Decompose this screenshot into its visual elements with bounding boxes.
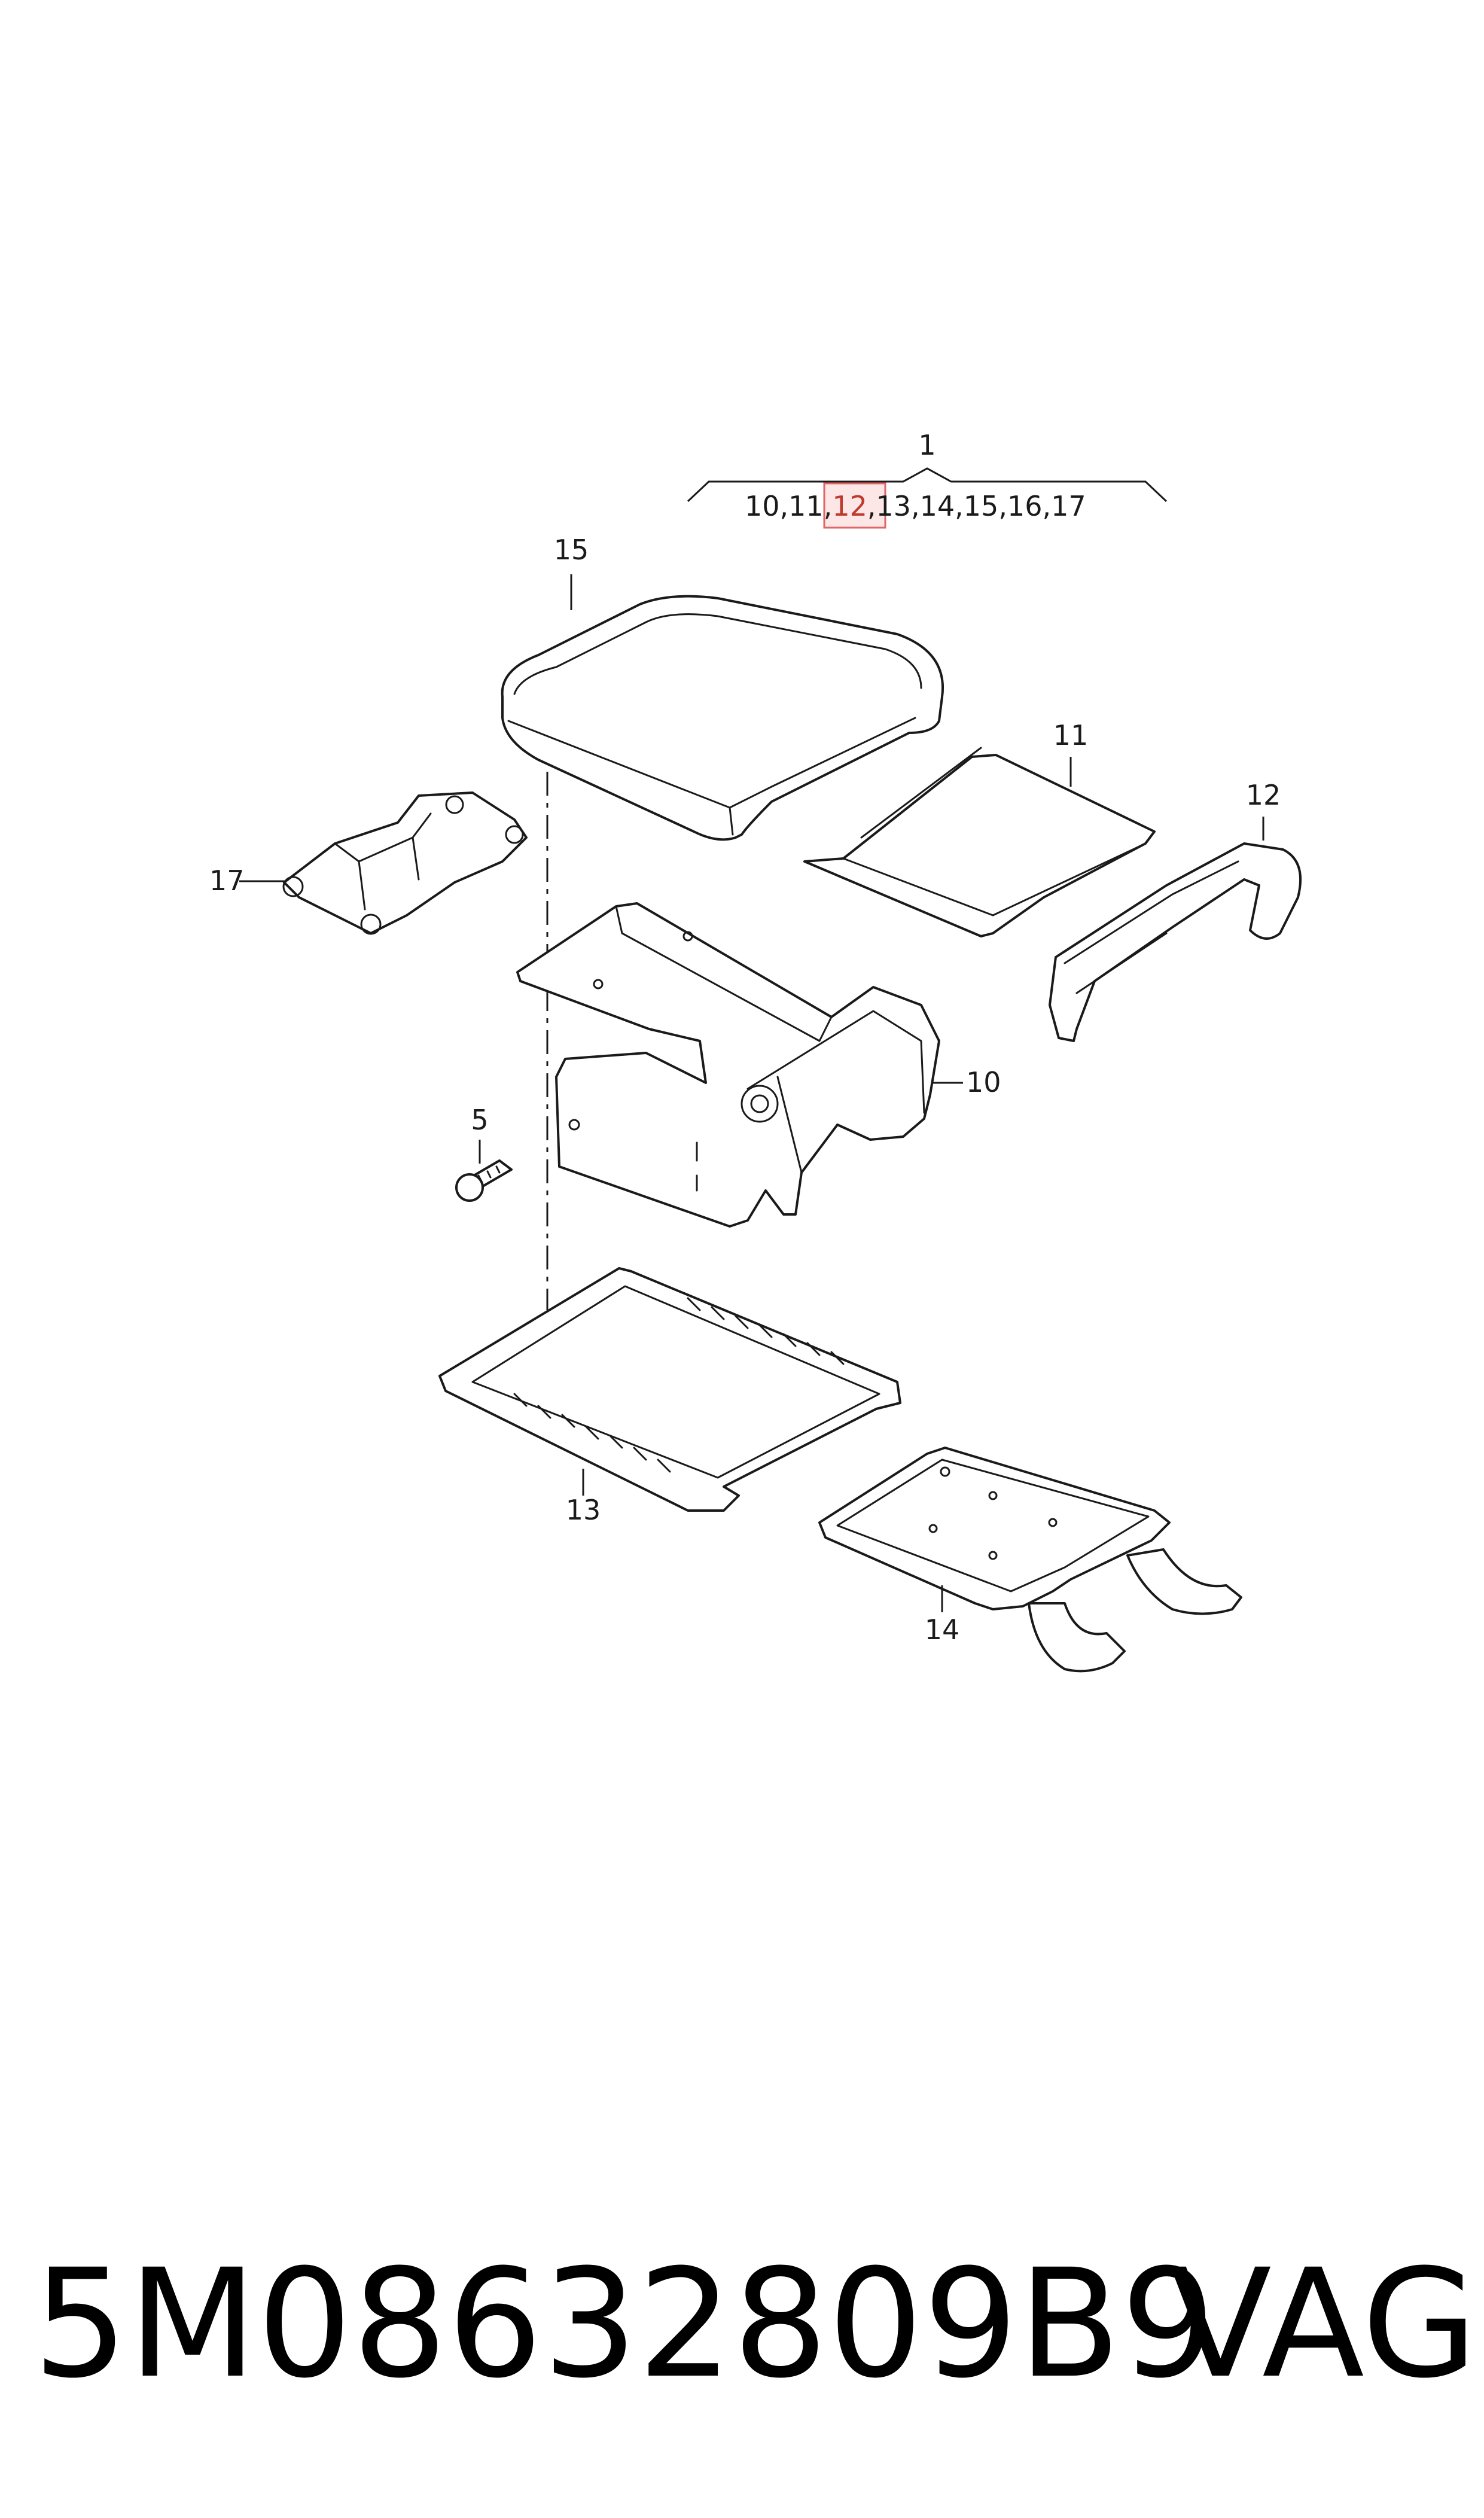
part-12-trim-cover[interactable] bbox=[1049, 842, 1302, 1042]
callout-15[interactable]: 15 bbox=[554, 534, 589, 566]
part-17-hinge[interactable] bbox=[282, 791, 528, 935]
callout-1[interactable]: 1 bbox=[918, 429, 936, 461]
part-15-armrest-lid[interactable] bbox=[501, 595, 944, 841]
assembly-list-part-a: 10,11, bbox=[745, 490, 832, 522]
assembly-bracket bbox=[687, 467, 1168, 503]
part-13-bottom-tray[interactable] bbox=[438, 1267, 901, 1512]
callout-11[interactable]: 11 bbox=[1053, 719, 1089, 751]
callout-10[interactable]: 10 bbox=[966, 1066, 1001, 1098]
brand-label: VAG bbox=[1169, 2237, 1478, 2411]
assembly-list-part-b: ,13,14,15,16,17 bbox=[867, 490, 1086, 522]
part-14-base-plate[interactable] bbox=[818, 1447, 1242, 1673]
part-10-frame[interactable] bbox=[516, 902, 940, 1228]
callout-13[interactable]: 13 bbox=[566, 1494, 601, 1526]
assembly-list-highlighted[interactable]: 12 bbox=[832, 490, 867, 522]
callout-12[interactable]: 12 bbox=[1246, 779, 1281, 811]
assembly-list: 10,11,12,13,14,15,16,17 bbox=[745, 482, 1086, 529]
part-5-screw[interactable] bbox=[455, 1159, 513, 1202]
callout-5[interactable]: 5 bbox=[471, 1104, 488, 1136]
svg-text:10,11,12,13,14,15,16,17: 10,11,12,13,14,15,16,17 bbox=[745, 490, 1086, 522]
part-number-label: 5M08632809B9 bbox=[33, 2237, 1216, 2411]
callout-17[interactable]: 17 bbox=[209, 864, 245, 897]
highlight-box-12[interactable] bbox=[823, 482, 886, 529]
part-11-inner-pad[interactable] bbox=[803, 747, 1156, 937]
callout-14[interactable]: 14 bbox=[925, 1613, 960, 1646]
